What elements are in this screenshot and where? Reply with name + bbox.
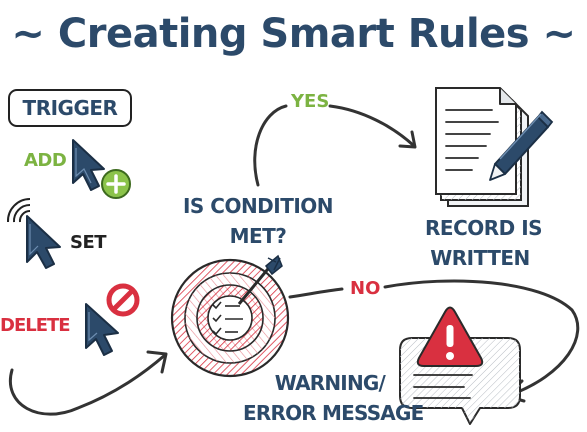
- target-icon: [170, 254, 290, 378]
- action-set-label: SET: [70, 232, 107, 253]
- trigger-box: TRIGGER: [8, 89, 132, 127]
- branch-yes-label: YES: [291, 91, 330, 112]
- outcome-success-line2: WRITTEN: [430, 246, 530, 270]
- trigger-heading: TRIGGER: [22, 96, 118, 120]
- action-add-label: ADD: [24, 150, 67, 171]
- outcome-failure-line1: WARNING/: [274, 371, 386, 395]
- condition-question-line2: MET?: [229, 224, 287, 248]
- page-title: ~ Creating Smart Rules ~: [11, 11, 576, 57]
- outcome-failure-line2: ERROR MESSAGE: [243, 401, 424, 425]
- action-delete-label: DELETE: [0, 315, 71, 336]
- condition-question-line1: IS CONDITION: [182, 194, 334, 218]
- warning-chat-icon: [399, 306, 521, 425]
- set-cursor-icon: [6, 197, 61, 269]
- arrow-trigger-to-condition: [8, 350, 168, 416]
- outcome-success-line1: RECORD IS: [425, 216, 543, 240]
- outcome-failure: WARNING/ ERROR MESSAGE: [243, 368, 424, 428]
- add-cursor-icon: [72, 139, 131, 199]
- document-pen-icon: [435, 87, 554, 207]
- outcome-success: RECORD IS WRITTEN: [425, 213, 543, 273]
- delete-cursor-icon: [85, 283, 140, 356]
- condition-question: IS CONDITION MET?: [168, 191, 348, 251]
- arrow-yes: [253, 104, 417, 187]
- branch-no-label: NO: [350, 278, 381, 299]
